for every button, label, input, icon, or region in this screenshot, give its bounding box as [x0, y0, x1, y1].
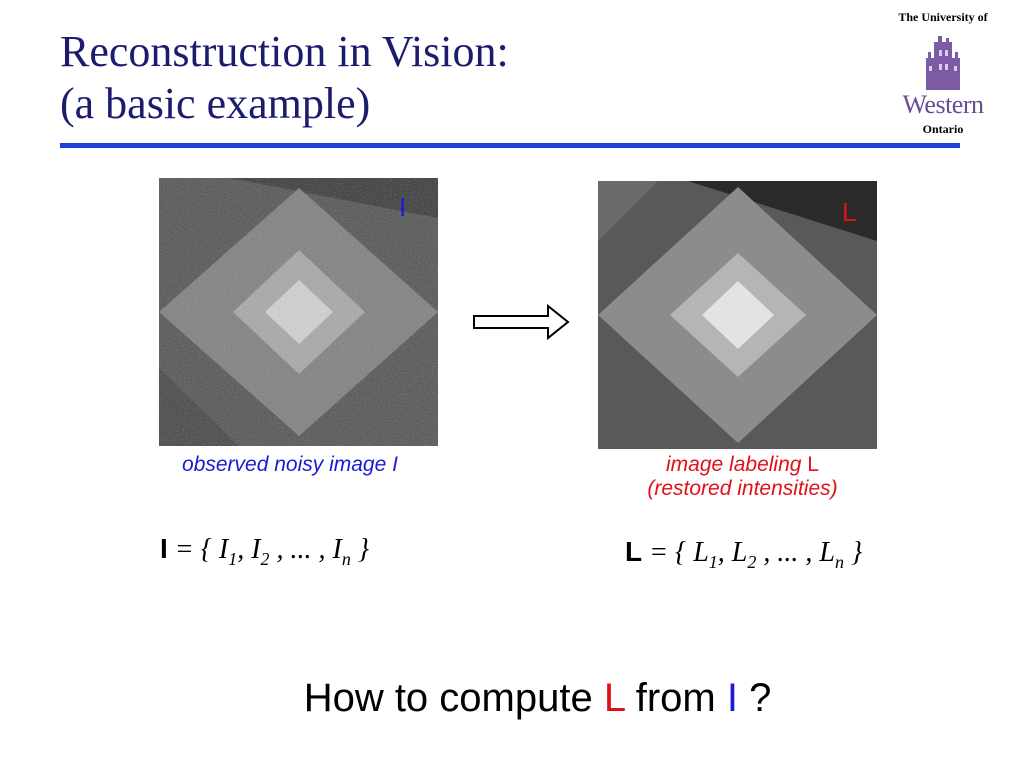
university-logo: The University of Western Ontario [880, 10, 1006, 140]
title-divider [60, 143, 960, 148]
observed-noisy-image: I [159, 178, 438, 446]
logo-word: Western [902, 90, 984, 119]
logo-bottom-text: Ontario [922, 122, 964, 136]
question-l: L [603, 676, 625, 720]
logo-top-text: The University of [898, 10, 988, 24]
slide-title: Reconstruction in Vision: (a basic examp… [60, 26, 509, 130]
arrow-right-icon [473, 303, 570, 341]
left-caption: observed noisy image I [182, 453, 398, 476]
question-i: I [726, 676, 738, 720]
right-caption-label: L [807, 453, 819, 476]
question-text: How to compute L from I ? [303, 676, 772, 720]
image-label-l: L [842, 197, 857, 227]
right-caption-line1: image labeling [666, 453, 802, 476]
tower-icon [926, 36, 960, 90]
set-definition-i: I = { I1, I2 , ... , In } [160, 533, 370, 569]
title-line-1: Reconstruction in Vision: [60, 27, 509, 76]
image-label-i: I [399, 192, 407, 222]
set-definition-l: L = { L1, L2 , ... , Ln } [625, 536, 863, 572]
restored-image: L [598, 181, 877, 449]
right-caption-line2: (restored intensities) [647, 477, 838, 500]
right-caption: image labeling L (restored intensities) [600, 453, 885, 501]
title-line-2: (a basic example) [60, 79, 371, 128]
